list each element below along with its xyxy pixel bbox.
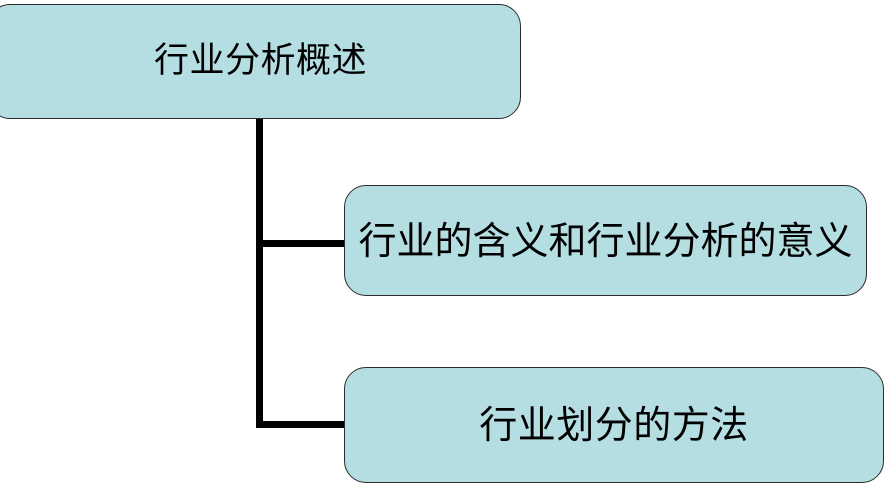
connector-branch-to-meaning: [256, 240, 348, 247]
node-industry-meaning[interactable]: 行业的含义和行业分析的意义: [344, 185, 867, 296]
connector-branch-to-classify: [256, 421, 348, 428]
node-root-label: 行业分析概述: [153, 41, 367, 81]
connector-vertical-trunk: [256, 118, 263, 428]
node-industry-classification[interactable]: 行业划分的方法: [344, 367, 884, 483]
node-industry-meaning-label: 行业的含义和行业分析的意义: [358, 218, 853, 263]
node-industry-classification-label: 行业划分的方法: [479, 403, 749, 447]
node-root[interactable]: 行业分析概述: [0, 4, 521, 119]
